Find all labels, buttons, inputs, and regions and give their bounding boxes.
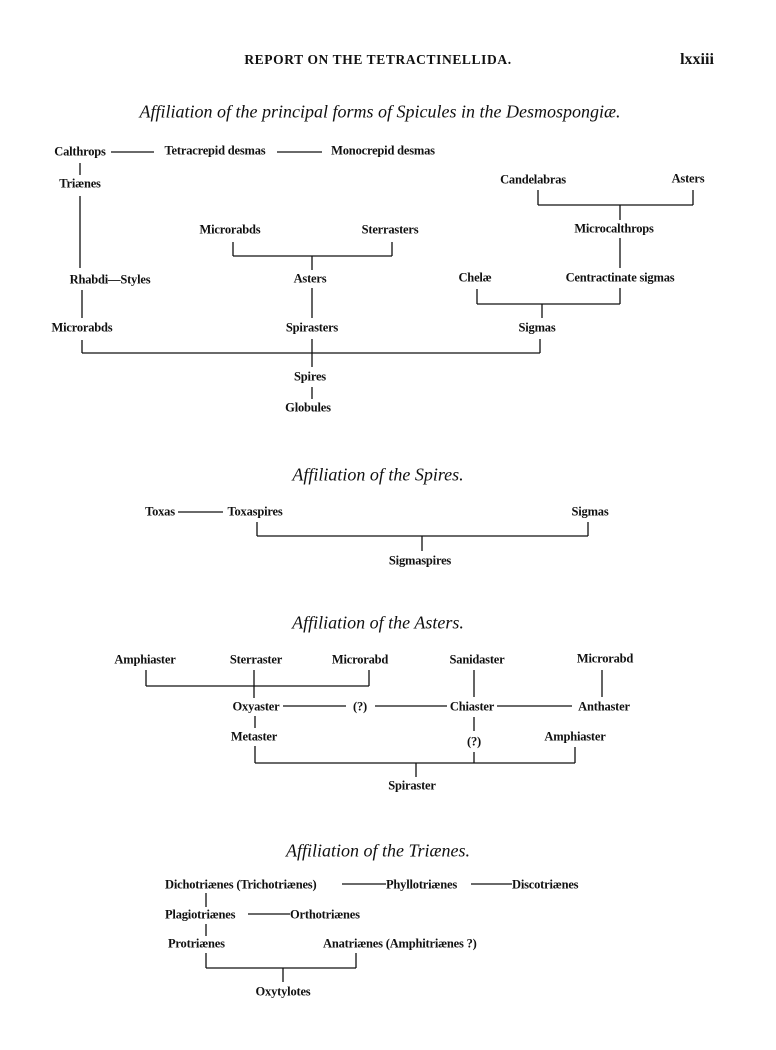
node-plagiotrianes: Plagiotriænes xyxy=(165,907,236,922)
node-oxytylotes: Oxytylotes xyxy=(255,984,311,999)
node-asters-right: Asters xyxy=(671,171,705,186)
node-monocrepid-desmas: Monocrepid desmas xyxy=(331,143,435,158)
node-microcalthrops: Microcalthrops xyxy=(574,221,654,236)
node-toxas: Toxas xyxy=(145,504,175,519)
node-microrabds-mid: Microrabds xyxy=(199,222,261,237)
node-sigmas-spires: Sigmas xyxy=(571,504,609,519)
node-sterraster: Sterraster xyxy=(229,652,283,667)
node-sterrasters: Sterrasters xyxy=(361,222,419,237)
node-discotrianes: Discotriænes xyxy=(512,877,579,892)
diagram-title-spires: Affiliation of the Spires. xyxy=(292,464,464,485)
node-metaster: Metaster xyxy=(230,729,278,744)
node-chiaster: Chiaster xyxy=(449,699,495,714)
node-centractinate-sigmas: Centractinate sigmas xyxy=(565,270,675,285)
node-amphiaster-bottom: Amphiaster xyxy=(544,729,606,744)
node-sigmas: Sigmas xyxy=(518,320,556,335)
node-amphiaster-top: Amphiaster xyxy=(114,652,176,667)
node-orthotrianes: Orthotriænes xyxy=(290,907,360,922)
node-anatrianes: Anatriænes (Amphitriænes ?) xyxy=(323,936,477,951)
node-rhabdi-styles: Rhabdi—Styles xyxy=(69,272,151,287)
node-microrabds-left: Microrabds xyxy=(51,320,113,335)
node-calthrops: Calthrops xyxy=(54,144,106,159)
node-trianes: Triænes xyxy=(59,176,101,191)
node-asters-mid: Asters xyxy=(293,271,327,286)
diagram-title-desmospongiae: Affiliation of the principal forms of Sp… xyxy=(139,101,621,122)
node-candelabras: Candelabras xyxy=(500,172,566,187)
node-oxyaster: Oxyaster xyxy=(232,699,280,714)
node-spires: Spires xyxy=(294,369,326,384)
node-anthaster: Anthaster xyxy=(578,699,630,714)
diagram-title-asters: Affiliation of the Asters. xyxy=(292,612,464,633)
node-dichotrianes: Dichotriænes (Trichotriænes) xyxy=(165,877,317,892)
node-tetracrepid-desmas: Tetracrepid desmas xyxy=(164,143,266,158)
node-protrianes: Protriænes xyxy=(168,936,225,951)
node-phyllotrianes: Phyllotriænes xyxy=(386,877,458,892)
node-globules: Globules xyxy=(285,400,331,415)
node-spirasters: Spirasters xyxy=(285,320,339,335)
node-microrabd-2: Microrabd xyxy=(576,651,634,666)
node-chelae: Chelæ xyxy=(458,270,492,285)
node-query-1: (?) xyxy=(353,699,367,714)
running-title: REPORT ON THE TETRACTINELLIDA. xyxy=(244,52,512,67)
node-microrabd-1: Microrabd xyxy=(331,652,389,667)
page-number: lxxiii xyxy=(680,51,714,68)
node-sigmaspires: Sigmaspires xyxy=(388,553,452,568)
node-toxaspires: Toxaspires xyxy=(227,504,283,519)
node-query-2: (?) xyxy=(467,734,481,749)
node-spiraster: Spiraster xyxy=(388,778,436,793)
node-sanidaster: Sanidaster xyxy=(449,652,505,667)
diagram-title-trianes: Affiliation of the Triænes. xyxy=(285,840,471,861)
